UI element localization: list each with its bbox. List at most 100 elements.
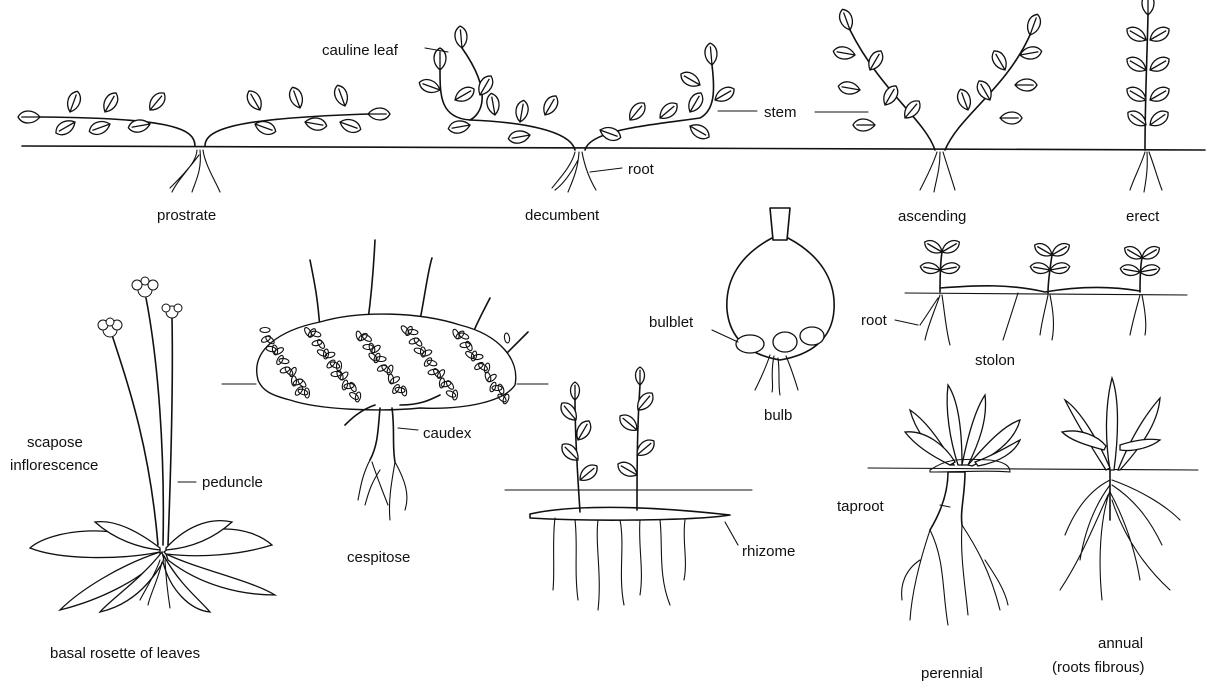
leaf	[87, 118, 112, 137]
leaf	[955, 87, 974, 112]
cushion-leaf	[260, 328, 270, 333]
leaf	[900, 97, 923, 122]
leaf	[598, 124, 623, 143]
label-bulb: bulb	[764, 407, 792, 424]
label-scapose: scapose	[27, 434, 83, 451]
leaf	[1015, 79, 1037, 91]
perennial-plant	[902, 385, 1020, 625]
leaf	[1024, 12, 1043, 37]
ascending-plant	[832, 7, 1043, 192]
leaf	[540, 93, 561, 118]
scapose-flower-1	[98, 318, 122, 337]
leaf	[704, 43, 718, 66]
leaf	[304, 116, 328, 132]
leaf	[1139, 243, 1162, 262]
leaf	[53, 117, 78, 138]
leaf	[837, 7, 856, 32]
leaf	[485, 92, 501, 116]
leaf	[1147, 84, 1172, 105]
leaf	[557, 399, 580, 424]
stolon-plant	[905, 237, 1187, 345]
annual-plant	[1060, 378, 1180, 600]
leaf	[507, 129, 531, 145]
decumbent-plant	[417, 26, 737, 192]
leaf	[514, 99, 530, 123]
leaf	[939, 237, 962, 256]
leaf	[145, 89, 168, 114]
label-taproot: taproot	[837, 498, 885, 515]
erect-plant	[1124, 0, 1172, 192]
leaf	[1147, 107, 1172, 129]
leaf	[1139, 263, 1161, 277]
leaf	[678, 69, 703, 90]
leaf	[832, 45, 856, 61]
leaf	[615, 459, 640, 480]
leaf	[1049, 240, 1072, 259]
leaf	[712, 84, 737, 105]
leaf	[558, 440, 582, 464]
leaf	[853, 119, 875, 131]
label-erect: erect	[1126, 208, 1160, 225]
leaf	[1147, 54, 1172, 75]
leaf	[880, 83, 901, 108]
leaf	[452, 84, 477, 105]
leaf	[338, 116, 363, 135]
leaf	[633, 389, 656, 414]
ground-line-top	[22, 146, 1205, 150]
leaf	[244, 88, 265, 113]
leaf	[656, 99, 681, 122]
leaf	[417, 77, 442, 96]
label-caudex: caudex	[423, 425, 472, 442]
leaf	[625, 99, 648, 124]
label-roots-fibrous: (roots fibrous)	[1052, 659, 1145, 676]
label-stolon: stolon	[975, 352, 1015, 369]
label-perennial: perennial	[921, 665, 983, 682]
leaf	[1119, 263, 1141, 277]
label-annual: annual	[1098, 635, 1143, 652]
label-root-stolon: root	[861, 312, 888, 329]
scapose-flower-2	[132, 277, 158, 297]
leaf	[332, 83, 351, 108]
leaf	[1147, 24, 1172, 45]
leaf	[368, 108, 390, 120]
leaf	[685, 90, 706, 115]
leaf	[287, 85, 306, 110]
leaf	[1049, 261, 1071, 275]
label-cespitose: cespitose	[347, 549, 410, 566]
label-rhizome: rhizome	[742, 543, 795, 560]
label-inflorescence: inflorescence	[10, 457, 98, 474]
leaf	[687, 121, 712, 142]
leaf	[571, 382, 580, 400]
leaf	[1142, 0, 1154, 15]
rhizome-plant	[505, 367, 752, 610]
scapose-flower-3	[162, 304, 182, 318]
leaf	[1124, 54, 1149, 75]
prostrate-plant	[18, 83, 390, 192]
leaf	[100, 90, 121, 115]
leaf	[1019, 45, 1043, 61]
label-stem: stem	[764, 104, 797, 121]
leaf	[919, 261, 941, 275]
bulb-plant	[727, 208, 834, 395]
cushion-leaf	[504, 333, 510, 344]
ground-line-bottom	[868, 468, 1198, 470]
label-peduncle: peduncle	[202, 474, 263, 491]
cespitose-plant	[222, 240, 548, 520]
leaf	[447, 119, 471, 135]
leaf	[989, 48, 1010, 73]
leaf	[1124, 24, 1149, 45]
leaf	[939, 261, 961, 275]
label-bulblet: bulblet	[649, 314, 694, 331]
label-cauline-leaf: cauline leaf	[322, 42, 399, 59]
leaf	[18, 111, 40, 123]
leaf	[454, 26, 468, 49]
label-prostrate: prostrate	[157, 207, 216, 224]
leaf	[576, 461, 601, 484]
label-ascending: ascending	[898, 208, 966, 225]
leaf	[1029, 261, 1051, 275]
leaf	[636, 367, 645, 385]
leaf	[837, 80, 861, 96]
label-decumbent: decumbent	[525, 207, 600, 224]
